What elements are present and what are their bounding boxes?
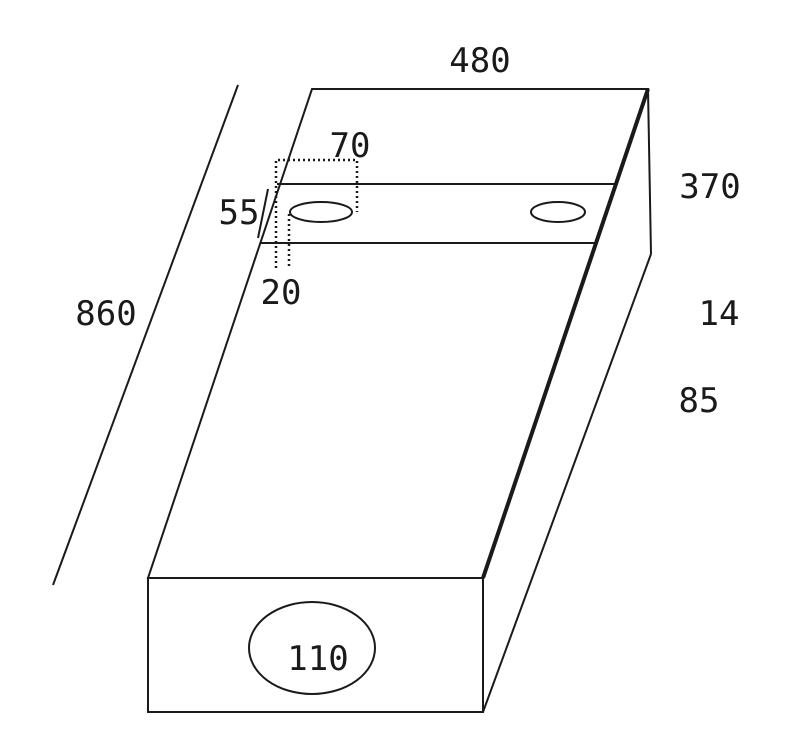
width-label: 480 [449,41,510,81]
top-face [146,88,650,579]
drain-hole [248,601,376,695]
back-right-edge [647,88,652,255]
hole-edge-label: 20 [261,273,302,313]
tap-hole-left [289,201,353,223]
thickness-label: 14 [699,294,740,334]
drain-diameter-label: 110 [287,639,348,679]
hole-offset-label: 55 [219,193,260,233]
height-label: 85 [679,381,720,421]
length-label: 860 [75,294,136,334]
length-dimension-line [52,84,239,586]
right-face-bottom-edge [482,253,652,713]
offset-dimension-slash [257,188,269,239]
front-face [147,577,484,713]
hole-spacing-label: 70 [330,126,371,166]
hole-spacing-guide [274,158,359,268]
top-face-right-edge [481,88,650,579]
depth-label: 370 [679,167,740,207]
tap-hole-right [530,201,586,223]
